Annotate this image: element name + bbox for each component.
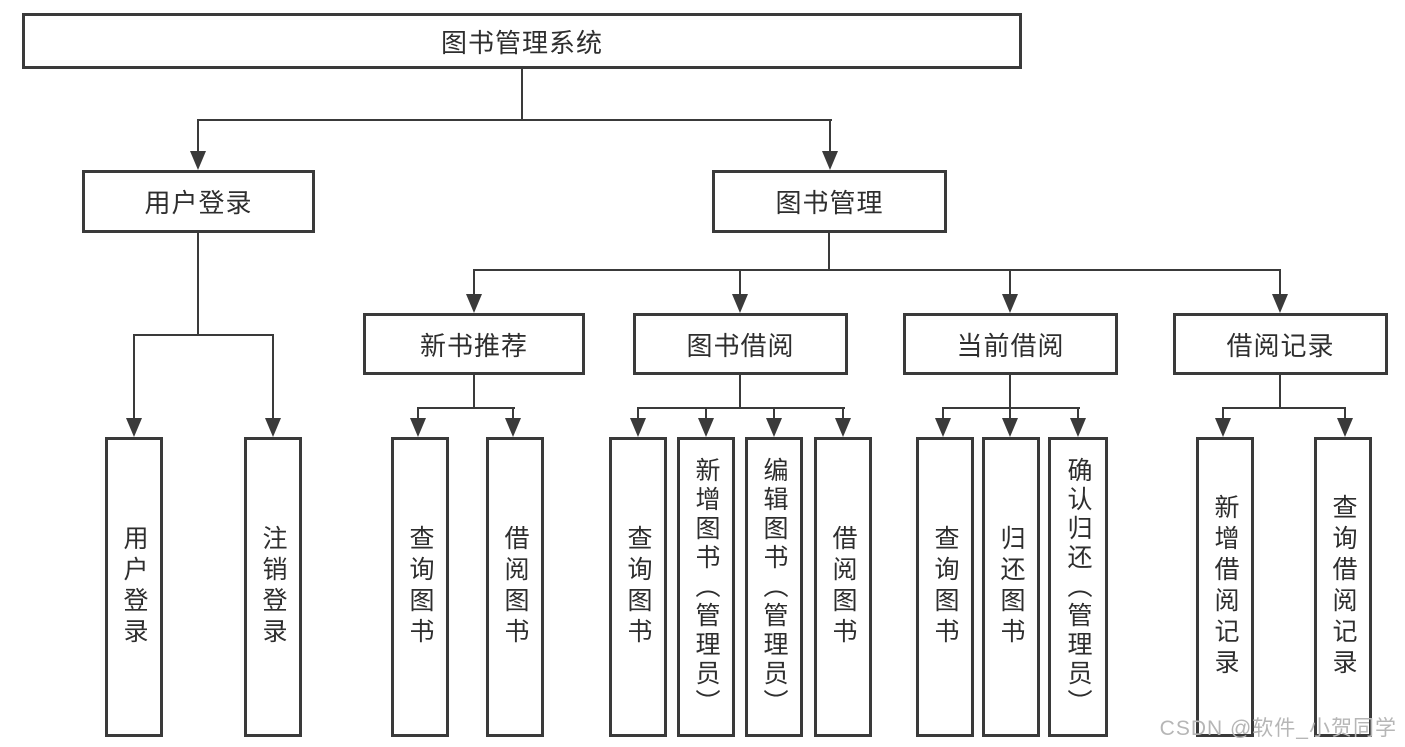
arrow-down-icon bbox=[630, 418, 646, 437]
connector-line bbox=[1222, 407, 1346, 409]
leaf-add-books-admin: 新增图书（管理员） bbox=[677, 437, 735, 737]
arrow-down-icon bbox=[698, 418, 714, 437]
connector-line bbox=[942, 407, 1080, 409]
connector-line bbox=[417, 407, 515, 409]
connector-line bbox=[417, 407, 419, 420]
node-label: 新书推荐 bbox=[419, 330, 528, 361]
connector-line bbox=[1279, 375, 1281, 409]
node-label: 图书管理系统 bbox=[440, 27, 603, 58]
connector-line bbox=[842, 407, 844, 420]
arrow-down-icon bbox=[1070, 418, 1086, 437]
node-label: 当前借阅 bbox=[956, 330, 1065, 361]
arrow-down-icon bbox=[1002, 294, 1018, 313]
connector-line bbox=[705, 407, 707, 420]
leaf-add-borrow-record: 新增借阅记录 bbox=[1196, 437, 1254, 737]
connector-line bbox=[197, 119, 199, 153]
node-label: 借阅记录 bbox=[1226, 330, 1335, 361]
node-label: 借阅图书 bbox=[501, 525, 529, 649]
arrow-down-icon bbox=[822, 151, 838, 170]
arrow-down-icon bbox=[265, 418, 281, 437]
arrow-down-icon bbox=[935, 418, 951, 437]
connector-line bbox=[473, 269, 1281, 271]
leaf-logout: 注销登录 bbox=[244, 437, 302, 737]
node-label: 用户登录 bbox=[144, 188, 253, 218]
arrow-down-icon bbox=[410, 418, 426, 437]
connector-line bbox=[473, 269, 475, 295]
connector-line bbox=[773, 407, 775, 420]
leaf-query-books-current: 查询图书 bbox=[916, 437, 974, 737]
connector-line bbox=[473, 375, 475, 409]
connector-line bbox=[829, 119, 831, 153]
arrow-down-icon bbox=[1002, 418, 1018, 437]
node-label: 注销登录 bbox=[259, 525, 287, 649]
connector-line bbox=[133, 334, 274, 336]
node-label: 查询图书 bbox=[624, 525, 652, 649]
connector-line bbox=[637, 407, 845, 409]
node-new-book-recommendation: 新书推荐 bbox=[363, 313, 585, 375]
node-label: 确认归还（管理员） bbox=[1064, 456, 1092, 718]
arrow-down-icon bbox=[766, 418, 782, 437]
connector-line bbox=[198, 119, 832, 121]
connector-line bbox=[1279, 269, 1281, 295]
connector-line bbox=[828, 233, 830, 271]
connector-line bbox=[1009, 375, 1011, 409]
connector-line bbox=[272, 334, 274, 420]
leaf-user-login: 用户登录 bbox=[105, 437, 163, 737]
node-label: 归还图书 bbox=[997, 525, 1025, 649]
csdn-watermark: CSDN @软件_小贺同学 bbox=[1159, 717, 1397, 740]
leaf-borrow-books: 借阅图书 bbox=[814, 437, 872, 737]
connector-line bbox=[739, 269, 741, 295]
leaf-confirm-return-admin: 确认归还（管理员） bbox=[1048, 437, 1108, 737]
connector-line bbox=[942, 407, 944, 420]
leaf-query-borrow-record: 查询借阅记录 bbox=[1314, 437, 1372, 737]
connector-line bbox=[739, 375, 741, 409]
node-label: 查询图书 bbox=[931, 525, 959, 649]
leaf-query-books-recommend: 查询图书 bbox=[391, 437, 449, 737]
arrow-down-icon bbox=[835, 418, 851, 437]
leaf-borrow-books-recommend: 借阅图书 bbox=[486, 437, 544, 737]
node-label: 借阅图书 bbox=[829, 525, 857, 649]
arrow-down-icon bbox=[1272, 294, 1288, 313]
node-label: 编辑图书（管理员） bbox=[760, 456, 788, 718]
connector-line bbox=[1344, 407, 1346, 420]
arrow-down-icon bbox=[466, 294, 482, 313]
node-borrowing-records: 借阅记录 bbox=[1173, 313, 1388, 375]
node-label: 新增借阅记录 bbox=[1211, 494, 1239, 680]
node-label: 图书管理 bbox=[775, 188, 884, 218]
connector-line bbox=[512, 407, 514, 420]
node-user-login: 用户登录 bbox=[82, 170, 315, 233]
node-label: 查询图书 bbox=[406, 525, 434, 649]
connector-line bbox=[1222, 407, 1224, 420]
connector-line bbox=[637, 407, 639, 420]
node-label: 用户登录 bbox=[120, 525, 148, 649]
connector-line bbox=[1009, 269, 1011, 295]
arrow-down-icon bbox=[505, 418, 521, 437]
node-library-management-system: 图书管理系统 bbox=[22, 13, 1022, 69]
arrow-down-icon bbox=[732, 294, 748, 313]
arrow-down-icon bbox=[190, 151, 206, 170]
connector-line bbox=[521, 68, 523, 121]
connector-line bbox=[133, 334, 135, 420]
node-book-management: 图书管理 bbox=[712, 170, 947, 233]
node-current-borrowing: 当前借阅 bbox=[903, 313, 1118, 375]
node-label: 新增图书（管理员） bbox=[692, 456, 720, 718]
leaf-return-books: 归还图书 bbox=[982, 437, 1040, 737]
node-label: 查询借阅记录 bbox=[1329, 494, 1357, 680]
node-label: 图书借阅 bbox=[686, 330, 795, 361]
leaf-query-books-borrowing: 查询图书 bbox=[609, 437, 667, 737]
arrow-down-icon bbox=[126, 418, 142, 437]
connector-line bbox=[1009, 407, 1011, 420]
arrow-down-icon bbox=[1215, 418, 1231, 437]
connector-line bbox=[197, 233, 199, 336]
arrow-down-icon bbox=[1337, 418, 1353, 437]
leaf-edit-books-admin: 编辑图书（管理员） bbox=[745, 437, 803, 737]
node-book-borrowing: 图书借阅 bbox=[633, 313, 848, 375]
connector-line bbox=[1077, 407, 1079, 420]
